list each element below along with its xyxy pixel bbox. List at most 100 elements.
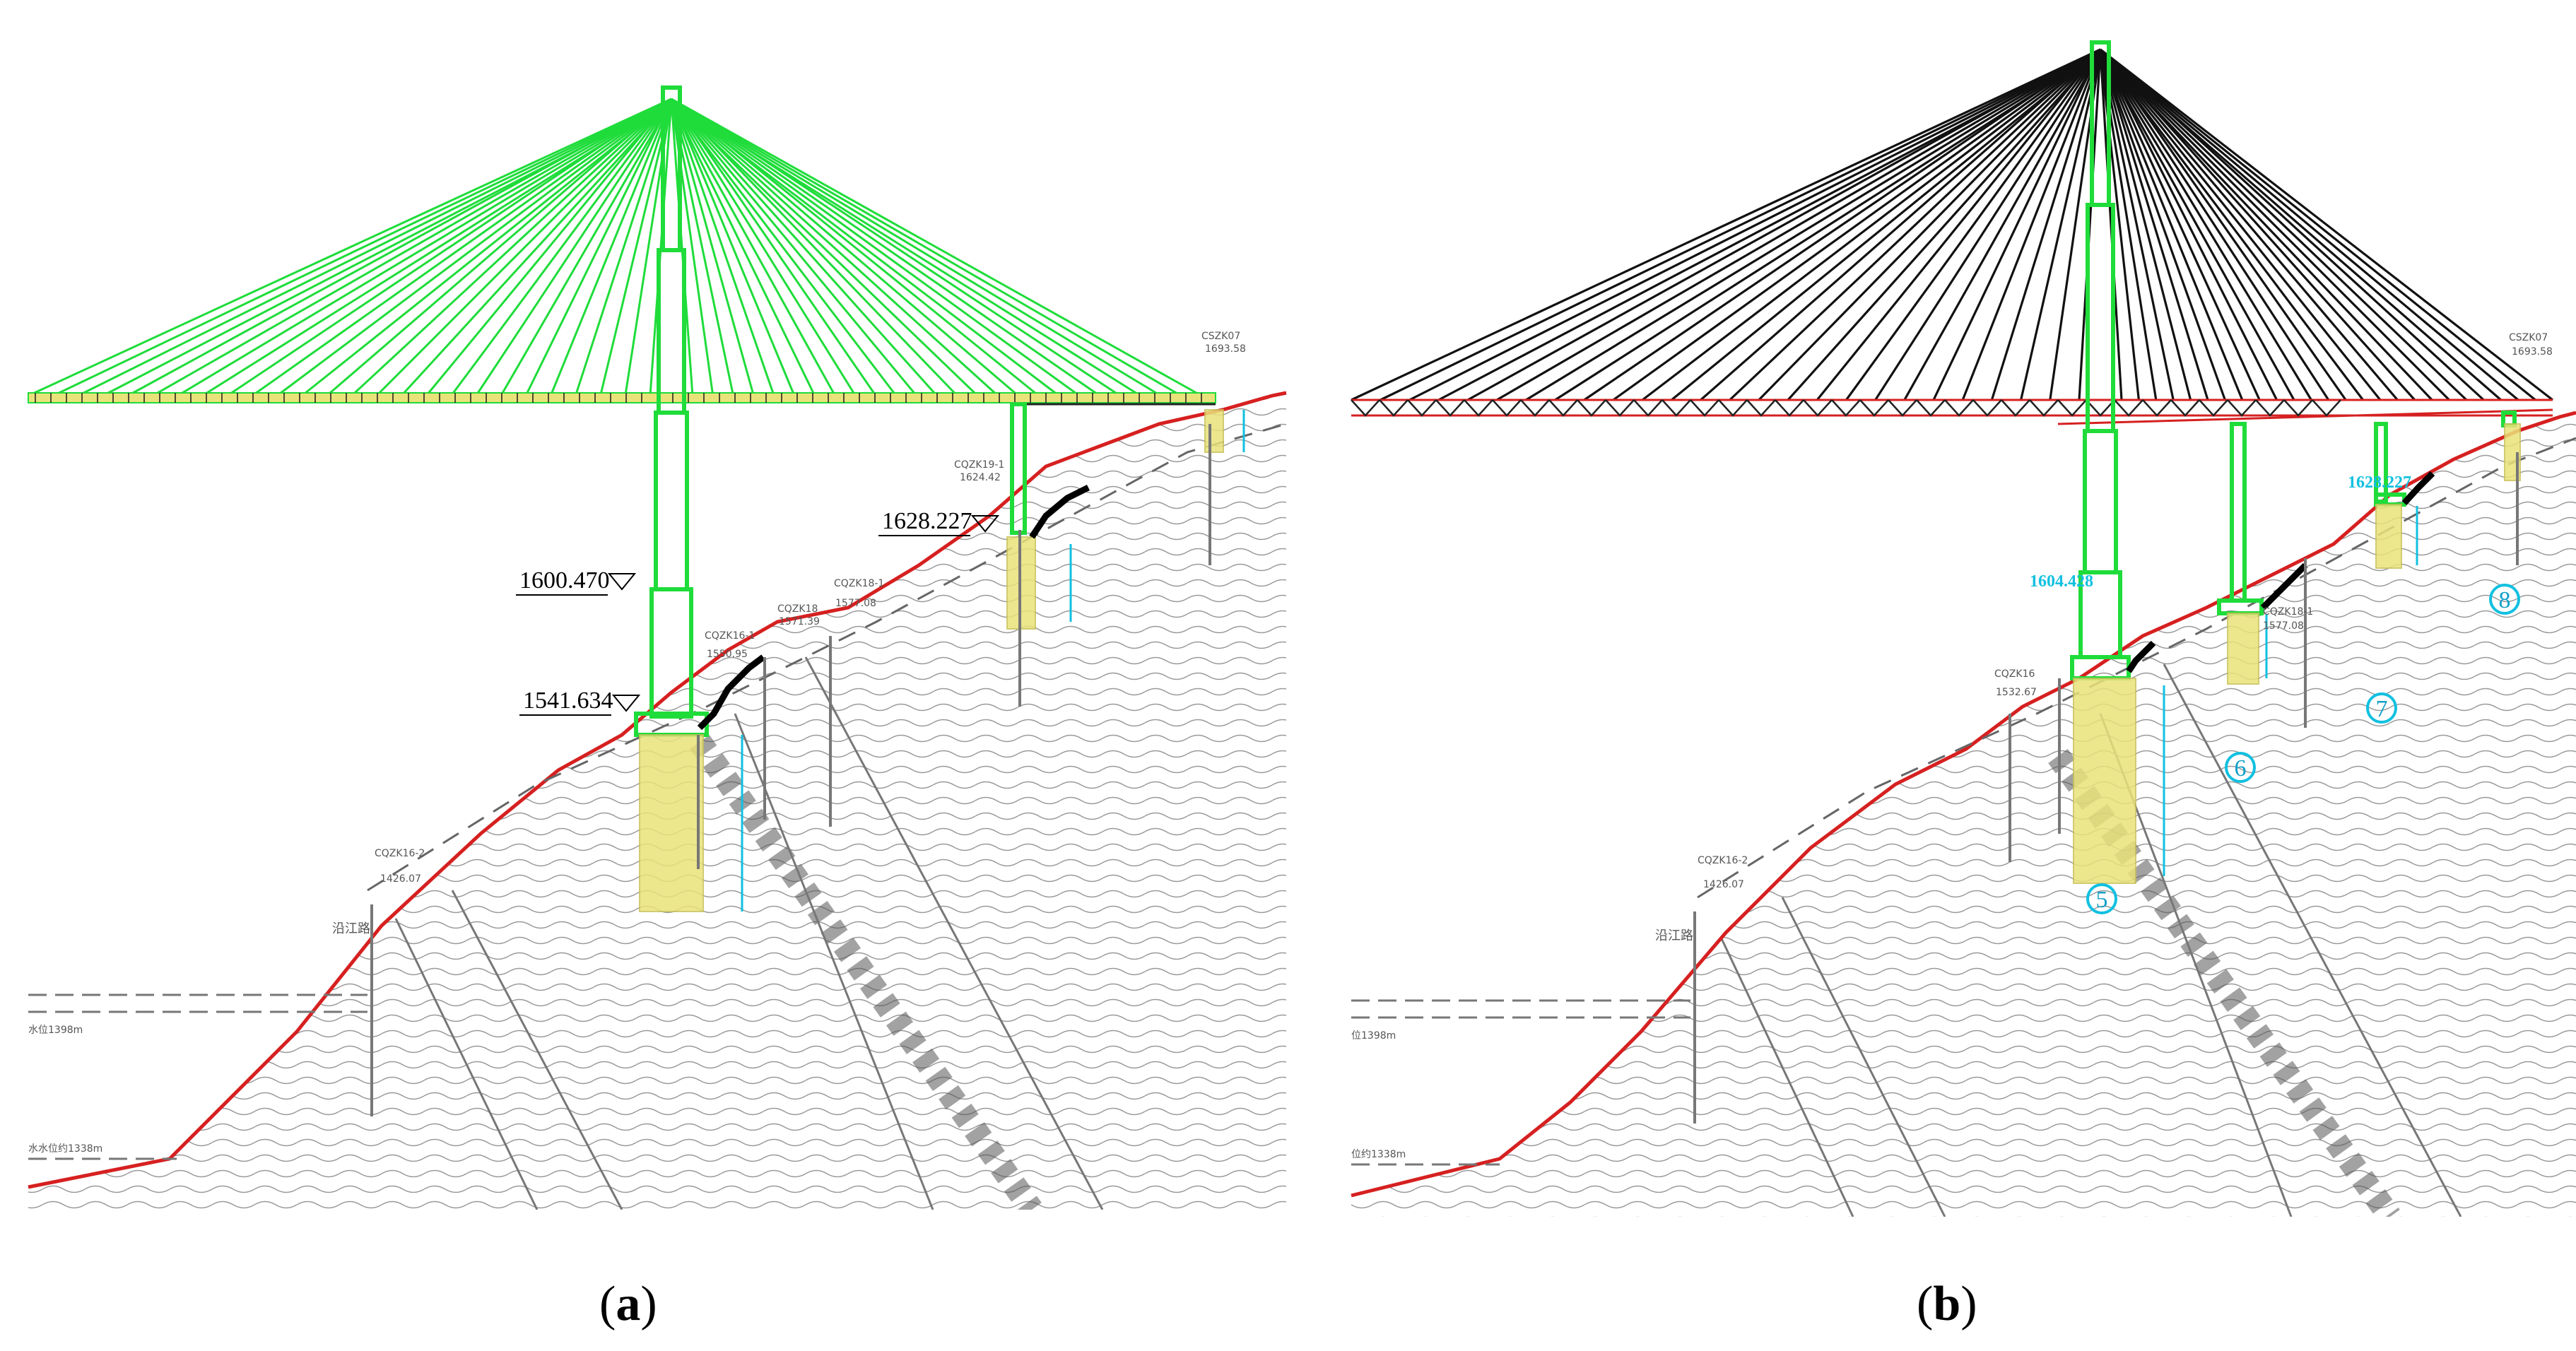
stay-cable: [2099, 51, 2295, 401]
stay-cable: [1467, 48, 2101, 401]
water-label-b: 位1398m: [1351, 1030, 1396, 1042]
deck-truss-member: [1775, 399, 1804, 417]
bridge-deck-b: [1351, 399, 2553, 425]
deck-truss-member: [2086, 399, 2115, 417]
marker-7-label: 7: [2376, 696, 2388, 722]
borehole-a-4-value: 1577.08: [835, 598, 876, 609]
elevation-text-a-2: 1541.634: [523, 688, 613, 714]
deck-truss-member: [1662, 399, 1691, 417]
stay-cable: [671, 98, 1121, 397]
ground-line-a: [28, 391, 1287, 1189]
stay-cable: [2099, 50, 2312, 401]
panel-a: 1600.470 1541.634 1628.227 CQZK19-1 1624…: [28, 85, 1287, 1331]
deck-truss-member: [1944, 399, 1974, 417]
deck-ticks-a: [35, 393, 1202, 403]
deck-truss-member: [1718, 399, 1748, 417]
water-label-a: 水位1398m: [28, 1025, 83, 1036]
stay-cable: [28, 98, 672, 397]
pile-foundations-b: [2073, 423, 2521, 884]
stay-cables-b: [1351, 48, 2553, 401]
stay-cable: [2099, 49, 2278, 401]
deck-truss-member: [1972, 399, 2002, 417]
deck-truss-member: [2283, 399, 2313, 417]
stay-cable: [1961, 49, 2102, 401]
borehole-a-1-value: 1624.42: [960, 472, 1001, 483]
stay-cable: [177, 99, 672, 397]
stay-cable: [670, 100, 836, 396]
stay-cable: [670, 98, 796, 396]
deck-truss-member: [1916, 399, 1946, 417]
marker-7: 7: [2366, 692, 2397, 724]
stay-cable: [326, 98, 672, 397]
deck-truss-member: [1351, 399, 1380, 417]
stay-cable: [500, 100, 673, 396]
stay-cable: [1932, 49, 2102, 401]
stay-cable: [670, 98, 958, 397]
borehole-b-2: CQZK16-2: [1698, 855, 1748, 866]
deck-truss-b: [1351, 399, 2341, 417]
elevation-text-b-2: 1628.227: [2348, 473, 2411, 492]
stay-cable: [276, 99, 672, 397]
water-label-a-2: 水水位约1338m: [28, 1143, 102, 1155]
deck-truss-member: [1888, 399, 1917, 417]
stay-cable: [670, 100, 816, 396]
borehole-a-3-value: 1571.39: [779, 616, 820, 627]
stay-cable: [671, 98, 1182, 397]
borehole-a-6: CSZK07: [1201, 331, 1240, 342]
road-label-a: 沿江路: [332, 921, 370, 936]
marker-5: 5: [2086, 883, 2117, 914]
elevation-label-a-1: 1600.470: [516, 567, 637, 596]
deck-truss-member: [1633, 399, 1663, 417]
weathering-line-a: [367, 423, 1287, 892]
deck-truss-member: [1407, 399, 1437, 417]
borehole-b-3: CSZK07: [2509, 332, 2548, 343]
borehole-a-2: CQZK16-1: [705, 630, 755, 642]
stay-cable: [1845, 49, 2102, 401]
stay-cable: [2099, 48, 2485, 401]
stay-cable: [2100, 48, 2553, 401]
stay-cable: [670, 100, 755, 396]
borehole-a-3: CQZK18: [777, 603, 818, 615]
elevation-text-b-1: 1604.428: [2030, 572, 2093, 591]
stay-cable: [1351, 48, 2101, 401]
stay-cable: [127, 98, 672, 397]
excavation-line-a-1: [697, 654, 765, 731]
stay-cable: [2099, 49, 2536, 401]
stay-cable: [2099, 49, 2261, 401]
deck-truss-member: [2312, 399, 2341, 417]
stay-cable: [671, 98, 1040, 397]
stay-cable: [670, 100, 917, 396]
stay-cables-a: [28, 98, 1202, 397]
deck-truss-member: [1831, 399, 1861, 417]
stay-cable: [1700, 48, 2102, 401]
stay-cable: [425, 98, 673, 396]
deck-truss-member: [1379, 399, 1408, 417]
marker-6-label: 6: [2235, 755, 2247, 781]
stay-cable: [670, 98, 877, 396]
excavation-line-b-2: [2260, 562, 2308, 610]
stay-cable: [599, 100, 673, 396]
water-label-b-2: 位约1338m: [1351, 1149, 1406, 1160]
stay-cable: [671, 98, 1019, 397]
borehole-a-6-value: 1693.58: [1205, 343, 1246, 355]
stay-cable: [670, 100, 979, 397]
borehole-b-4-value: 1577.08: [2263, 620, 2304, 632]
excavation-line-a-2: [1029, 484, 1090, 539]
deck-truss-member: [1859, 399, 1889, 417]
caption-a: (a): [599, 1277, 657, 1331]
stay-cable: [1758, 49, 2102, 401]
deck-truss-member: [2227, 399, 2257, 417]
stay-cable: [2099, 50, 2175, 401]
borehole-b-2-value: 1426.07: [1703, 879, 1744, 890]
deck-truss-member: [1492, 399, 1522, 417]
stay-cable: [670, 99, 857, 396]
stay-cable: [574, 100, 673, 396]
deck-truss-member: [2057, 399, 2087, 417]
stay-cable: [351, 98, 673, 397]
stay-cable: [152, 98, 672, 397]
stay-cable: [1903, 51, 2102, 401]
stay-cable: [670, 98, 938, 397]
borehole-a-5: CQZK16-2: [375, 848, 425, 859]
stay-cable: [670, 99, 775, 396]
marker-8-label: 8: [2499, 587, 2511, 613]
